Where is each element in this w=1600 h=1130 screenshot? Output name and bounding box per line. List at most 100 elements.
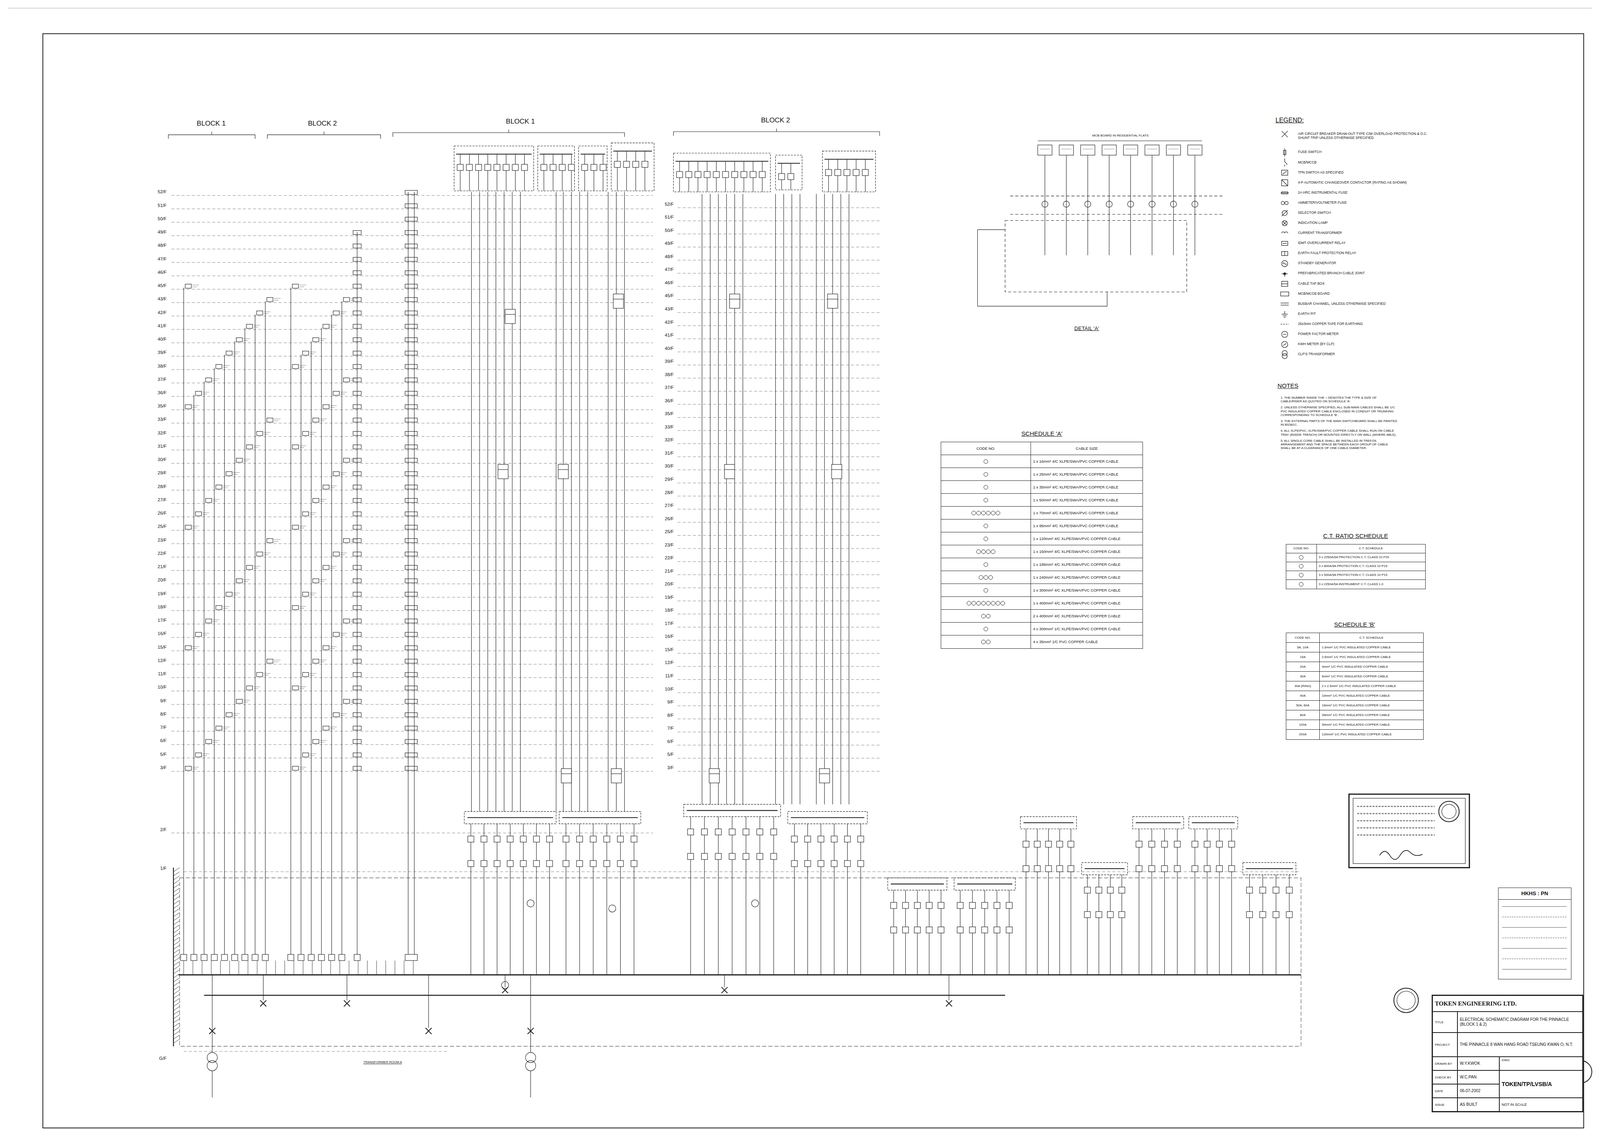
cable-tap-box <box>497 469 508 470</box>
legend-text: TPN SWITCH AS SPECIFIED <box>1297 170 1431 175</box>
acb-symbol <box>721 987 728 994</box>
mccb-box <box>1084 911 1091 918</box>
table-cell: 4 x 35mm² 1/C PVC COPPER CABLE <box>1030 635 1143 649</box>
wire <box>718 859 719 975</box>
company-name: TOKEN ENGINEERING LTD. <box>1434 999 1517 1008</box>
cable-tap-box <box>558 464 569 479</box>
panel-busbar <box>1023 822 1074 824</box>
distribution-board <box>195 511 202 516</box>
distribution-board <box>405 753 418 758</box>
wire <box>376 960 377 975</box>
wire <box>718 834 719 854</box>
wire <box>549 866 550 975</box>
mccb-box <box>687 853 694 860</box>
wire <box>469 170 470 191</box>
table-text: 3 x 2250A/5A INSTRUMENT C.T. CLASS 1.0 <box>1318 582 1384 587</box>
cable-code-circle <box>971 601 976 606</box>
wire <box>1164 828 1165 841</box>
mccb-box <box>957 927 964 934</box>
code-circles <box>980 613 992 619</box>
title-cell: ELECTRICAL SCHEMATIC DIAGRAM FOR THE PIN… <box>1457 1011 1584 1033</box>
pf-meter-symbol <box>1283 334 1287 335</box>
wire <box>523 842 524 861</box>
table-text: 3 x 800A/5A PROTECTION C.T. CLASS 10 P15 <box>1318 564 1388 569</box>
cable-code-circle <box>995 511 1000 516</box>
fuse-switch-symbol <box>1284 148 1285 157</box>
wire <box>1219 847 1220 866</box>
cable-tap-box <box>819 773 830 775</box>
floor-line <box>677 456 880 458</box>
distribution-board <box>292 284 299 289</box>
code-cell <box>1286 571 1317 580</box>
mccb-box <box>533 860 540 867</box>
floor-label: 27/F <box>664 502 675 509</box>
title-cell: TOKEN/TP/LVSB/A <box>1499 1070 1584 1098</box>
table-cell: 1 x 70mm² 4/C XLPE/SWA/PVC COPPER CABLE <box>1030 506 1143 520</box>
wire <box>1008 890 1010 903</box>
wire <box>752 177 754 192</box>
tap-note-mark <box>340 633 347 634</box>
floor-line <box>171 208 654 210</box>
wire <box>496 823 498 837</box>
tap-note-mark <box>299 525 307 527</box>
distribution-board <box>267 659 274 664</box>
wire <box>302 960 304 975</box>
distribution-board <box>292 605 299 610</box>
tap-note-mark <box>253 566 261 567</box>
distribution-board <box>353 538 362 543</box>
riser-cable <box>840 194 841 805</box>
wire <box>1044 250 1046 256</box>
table-cell: 35mm² 1/C PVC INSULATED COPPER CABLE <box>1319 710 1423 721</box>
mccb-box <box>804 836 811 843</box>
floor-label: 38/F <box>664 371 675 377</box>
mcb-board <box>1166 144 1181 156</box>
wire <box>773 816 775 829</box>
distribution-board <box>353 337 362 342</box>
floor-label: 32/F <box>664 437 675 443</box>
tpn-switch-symbol <box>1281 169 1288 176</box>
title-cell: ISSUE <box>1432 1097 1458 1112</box>
floor-line <box>183 871 1302 872</box>
wire <box>688 177 690 192</box>
mccb-box <box>353 954 361 961</box>
floor-line <box>171 623 654 625</box>
wire <box>602 154 604 165</box>
mccb-box <box>993 927 1000 934</box>
sheet-edge <box>8 8 1592 9</box>
tap-note-mark <box>263 554 269 555</box>
table-text: 1 x 25mm² 4/C XLPE/SWA/PVC COPPER CABLE <box>1032 471 1119 477</box>
floor-line <box>171 543 654 545</box>
floor-line <box>677 627 880 628</box>
floor-line <box>677 745 880 746</box>
mccb-box <box>1068 865 1075 872</box>
code-circles <box>983 484 989 491</box>
mccb-box <box>756 853 763 860</box>
transformer-symbol <box>1282 353 1288 359</box>
wire <box>592 866 594 975</box>
floor-label: 2/F <box>159 827 168 833</box>
floor-label: 23/F <box>157 537 168 543</box>
floor-label: 3/F <box>666 764 675 770</box>
code-cell <box>1286 553 1317 563</box>
approval-stamp <box>1353 798 1466 864</box>
meter-box <box>741 171 748 178</box>
floor-line <box>677 364 880 366</box>
mccb-box <box>617 860 624 867</box>
floor-label: 45/F <box>664 293 675 299</box>
wire <box>592 823 594 837</box>
floor-line <box>171 262 654 263</box>
floor-line <box>677 273 880 274</box>
wire <box>1219 871 1220 975</box>
mccb-box <box>926 927 933 934</box>
tap-note-mark <box>253 686 261 688</box>
legend-text: POWER FACTOR METER <box>1297 331 1431 336</box>
floor-line <box>677 495 880 497</box>
cable-code-circle <box>983 498 988 503</box>
wire <box>1231 847 1232 866</box>
wire <box>837 175 839 193</box>
mccb-box <box>1228 841 1235 848</box>
acb-symbol <box>527 1028 534 1035</box>
tap-note-mark <box>299 688 305 690</box>
distribution-board <box>353 578 362 583</box>
riser-cable <box>356 231 358 955</box>
